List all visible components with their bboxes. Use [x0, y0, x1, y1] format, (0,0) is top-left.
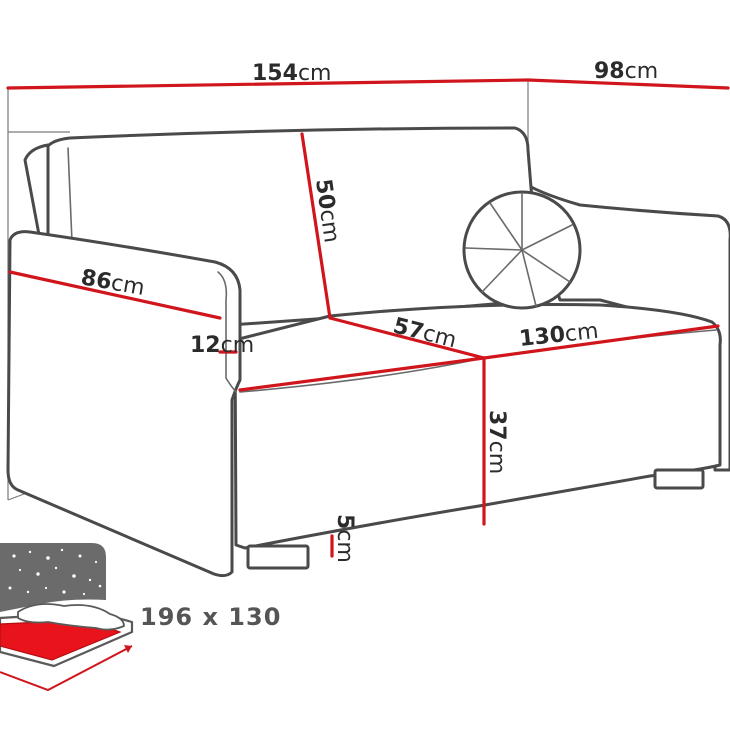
front-leg [246, 544, 310, 570]
label-total-width: 154cm [252, 61, 331, 86]
night-sky-icon [0, 543, 106, 612]
dim-line-seat-width-back [482, 324, 720, 360]
back-leg [653, 468, 705, 490]
label-seat-width: 130cm [518, 319, 600, 352]
label-seat-height: 37cm [484, 410, 509, 474]
left-armrest [6, 230, 242, 578]
left-back-panel [23, 143, 50, 242]
label-backrest-height: 50cm [310, 177, 344, 244]
round-pillow-icon [462, 190, 582, 310]
dimension-lines [6, 78, 730, 558]
label-armrest-length: 86cm [79, 265, 147, 301]
dim-line-armrest-length [8, 270, 222, 320]
label-total-depth: 98cm [594, 59, 658, 84]
dim-line-total-depth [526, 78, 730, 90]
dim-line-backrest-height [300, 132, 332, 320]
stars-icon [8, 548, 102, 596]
dim-line-seat-depth [328, 316, 486, 360]
dimension-labels: 154cm 98cm 50cm 86cm 12cm 57cm 130cm 37c… [79, 59, 658, 563]
sleeping-function-icon [0, 543, 134, 692]
seat-cushion [233, 302, 722, 550]
sleeping-area-label: 196 x 130 [140, 603, 281, 631]
dim-line-seat-width-front [238, 356, 486, 392]
armrest-inner-edge [217, 271, 237, 393]
label-leg-height: 5cm [332, 514, 357, 563]
label-armrest-width: 12cm [190, 333, 254, 358]
dim-line-total-width [6, 78, 530, 90]
sofa-drawing-icon [6, 126, 730, 578]
